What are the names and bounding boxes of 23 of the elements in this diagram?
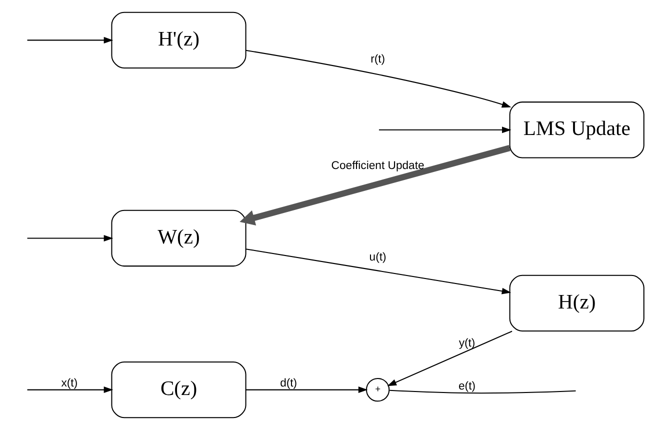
- node-circle: +: [366, 378, 390, 402]
- edge-label: y(t): [458, 337, 476, 350]
- edge-label: Coefficient Update: [331, 160, 424, 172]
- arrow: [246, 50, 512, 108]
- edge-label: r(t): [370, 54, 386, 66]
- node-box: W(z): [111, 210, 246, 267]
- node-box: LMS Update: [509, 102, 644, 158]
- arrow: [246, 248, 512, 294]
- edge-label: u(t): [369, 252, 386, 264]
- arrow: [27, 386, 114, 394]
- arrow: [387, 330, 512, 386]
- node-box: H(z): [509, 274, 644, 332]
- edge-label: d(t): [280, 378, 298, 390]
- edge-label: x(t): [61, 378, 78, 390]
- arrow: [240, 145, 510, 226]
- arrow: [27, 234, 114, 242]
- node-box: C(z): [111, 361, 246, 418]
- node-box: H'(z): [111, 12, 246, 69]
- edge-label: e(t): [458, 380, 476, 393]
- connector: [390, 390, 576, 394]
- arrow: [246, 386, 368, 394]
- arrow: [378, 126, 512, 134]
- arrow: [27, 36, 114, 44]
